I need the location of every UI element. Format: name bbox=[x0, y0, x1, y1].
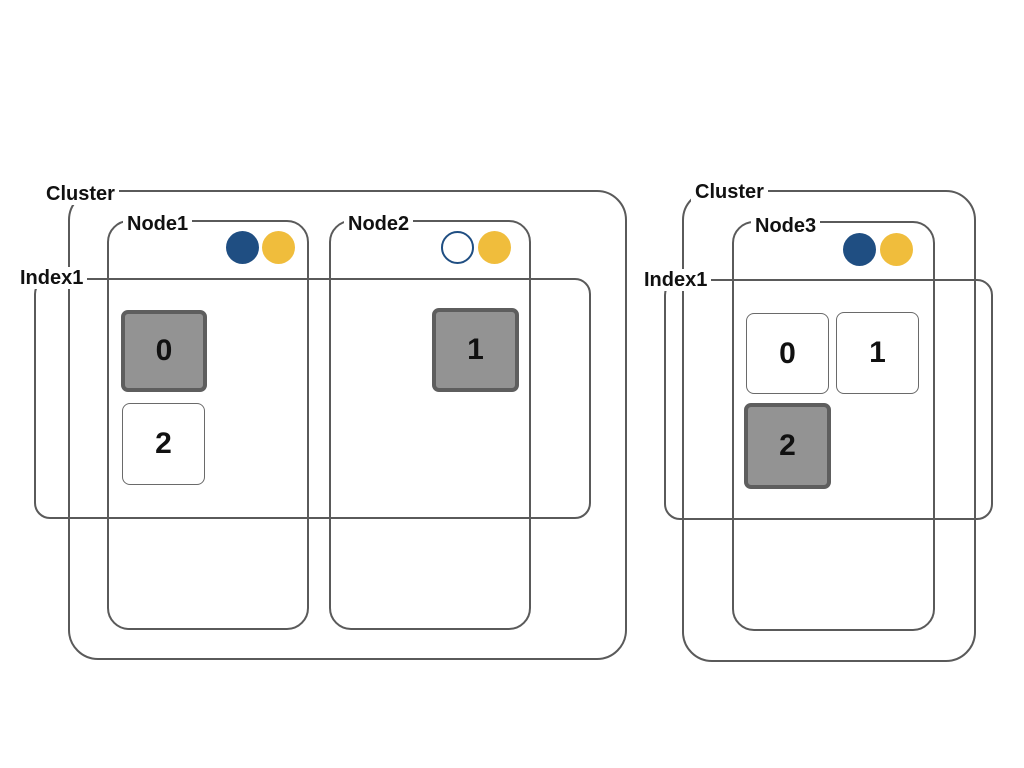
node1-box bbox=[107, 220, 309, 630]
node2-hollow-blue-dot-icon bbox=[441, 231, 474, 264]
node3-primary-shard-2: 2 bbox=[744, 403, 831, 489]
node1-primary-shard-0: 0 bbox=[121, 310, 207, 392]
right-cluster-box bbox=[682, 190, 976, 662]
right-cluster-label: Cluster bbox=[691, 181, 768, 203]
left-cluster-label: Cluster bbox=[42, 183, 119, 205]
node2-box bbox=[329, 220, 531, 630]
node2-primary-shard-1: 1 bbox=[432, 308, 519, 392]
node1-yellow-dot-icon bbox=[262, 231, 295, 264]
right-index1-box bbox=[664, 279, 993, 520]
node3-yellow-dot-icon bbox=[880, 233, 913, 266]
node2-label: Node2 bbox=[344, 213, 414, 235]
right-index1-label: Index1 bbox=[640, 269, 712, 291]
node3-box bbox=[732, 221, 935, 631]
node3-replica-shard-1: 1 bbox=[836, 312, 919, 394]
node1-replica-shard-2: 2 bbox=[122, 403, 205, 485]
left-index1-box bbox=[34, 278, 591, 519]
node3-label: Node3 bbox=[751, 215, 821, 237]
left-cluster-box bbox=[68, 190, 627, 660]
node1-blue-dot-icon bbox=[226, 231, 259, 264]
node1-label: Node1 bbox=[123, 213, 193, 235]
node3-blue-dot-icon bbox=[843, 233, 876, 266]
node2-yellow-dot-icon bbox=[478, 231, 511, 264]
left-index1-label: Index1 bbox=[16, 267, 88, 289]
node3-replica-shard-0: 0 bbox=[746, 313, 829, 394]
